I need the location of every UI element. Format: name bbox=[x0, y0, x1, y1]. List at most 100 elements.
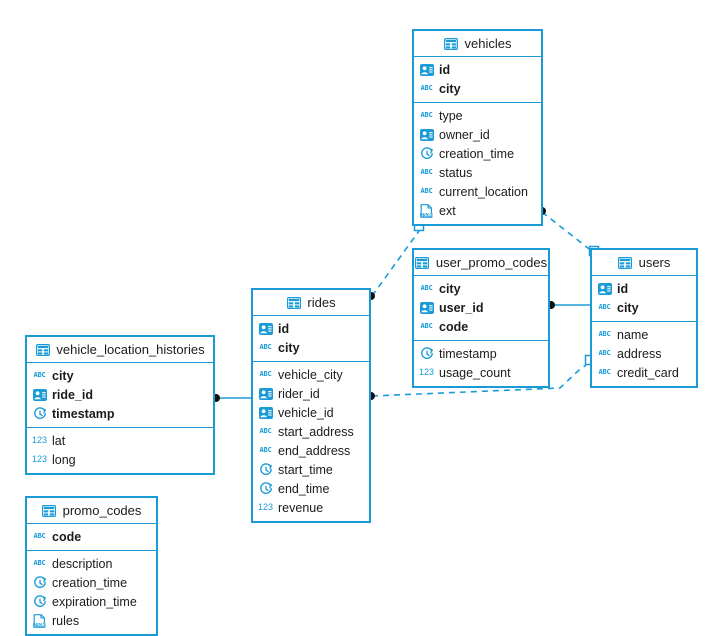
abc-text-icon: ABC bbox=[598, 330, 611, 338]
key-id-icon bbox=[419, 300, 434, 315]
column-name: id bbox=[439, 62, 451, 77]
table-name: promo_codes bbox=[62, 503, 142, 518]
relationship-line bbox=[541, 211, 594, 253]
column-row[interactable]: ABC code bbox=[414, 317, 548, 336]
column-row[interactable]: id bbox=[253, 319, 369, 338]
table-header[interactable]: rides bbox=[253, 290, 369, 316]
table-icon bbox=[415, 255, 430, 270]
abc-text-icon: ABC bbox=[420, 322, 433, 330]
abc-text-icon: ABC bbox=[420, 168, 433, 176]
column-name: ride_id bbox=[52, 387, 93, 402]
table-icon bbox=[42, 503, 57, 518]
column-row[interactable]: ride_id bbox=[27, 385, 213, 404]
abc-text-icon: ABC bbox=[33, 559, 46, 567]
column-row[interactable]: end_time bbox=[253, 479, 369, 498]
column-row[interactable]: ABC city bbox=[253, 338, 369, 357]
rel-user-promo-codes-users bbox=[547, 301, 590, 309]
abc-text-icon: ABC bbox=[598, 303, 611, 311]
column-name: code bbox=[439, 319, 469, 334]
column-row[interactable]: JSON rules bbox=[27, 611, 156, 630]
number-icon: 123 bbox=[257, 502, 274, 512]
column-name: lat bbox=[52, 433, 66, 448]
column-name: id bbox=[617, 281, 629, 296]
column-row[interactable]: rider_id bbox=[253, 384, 369, 403]
table-header[interactable]: user_promo_codes bbox=[414, 250, 548, 276]
column-row[interactable]: creation_time bbox=[414, 144, 541, 163]
column-row[interactable]: creation_time bbox=[27, 573, 156, 592]
svg-text:JSON: JSON bbox=[34, 622, 45, 627]
table-name: users bbox=[638, 255, 671, 270]
column-row[interactable]: start_time bbox=[253, 460, 369, 479]
column-name: start_time bbox=[278, 462, 333, 477]
key-id-icon bbox=[258, 321, 273, 336]
column-row[interactable]: timestamp bbox=[414, 344, 548, 363]
table-header[interactable]: promo_codes bbox=[27, 498, 156, 524]
column-name: rules bbox=[52, 613, 80, 628]
column-name: city bbox=[439, 281, 461, 296]
json-icon: JSON bbox=[32, 613, 47, 628]
rel-vehicle-location-histories-rides bbox=[212, 394, 251, 402]
table-icon bbox=[618, 255, 633, 270]
column-name: name bbox=[617, 327, 649, 342]
abc-text-icon: ABC bbox=[259, 343, 272, 351]
clock-icon bbox=[32, 575, 47, 590]
number-icon: 123 bbox=[31, 454, 48, 464]
key-id-icon bbox=[32, 387, 47, 402]
column-row[interactable]: timestamp bbox=[27, 404, 213, 423]
clock-icon bbox=[258, 481, 273, 496]
column-name: city bbox=[278, 340, 300, 355]
table-icon bbox=[35, 342, 50, 357]
column-row[interactable]: user_id bbox=[414, 298, 548, 317]
column-row[interactable]: id bbox=[592, 279, 696, 298]
abc-text-icon: ABC bbox=[33, 371, 46, 379]
column-name: end_address bbox=[278, 443, 351, 458]
column-row[interactable]: expiration_time bbox=[27, 592, 156, 611]
table-header[interactable]: vehicle_location_histories bbox=[27, 337, 213, 363]
column-name: id bbox=[278, 321, 290, 336]
clock-icon bbox=[419, 346, 434, 361]
table-header[interactable]: vehicles bbox=[414, 31, 541, 57]
column-row[interactable]: ABC name bbox=[592, 325, 696, 344]
column-row[interactable]: id bbox=[414, 60, 541, 79]
column-row[interactable]: vehicle_id bbox=[253, 403, 369, 422]
column-row[interactable]: owner_id bbox=[414, 125, 541, 144]
clock-icon bbox=[32, 406, 47, 421]
table-header[interactable]: users bbox=[592, 250, 696, 276]
abc-text-icon: ABC bbox=[33, 532, 46, 540]
column-name: creation_time bbox=[52, 575, 128, 590]
column-name: credit_card bbox=[617, 365, 679, 380]
abc-text-icon: ABC bbox=[259, 427, 272, 435]
